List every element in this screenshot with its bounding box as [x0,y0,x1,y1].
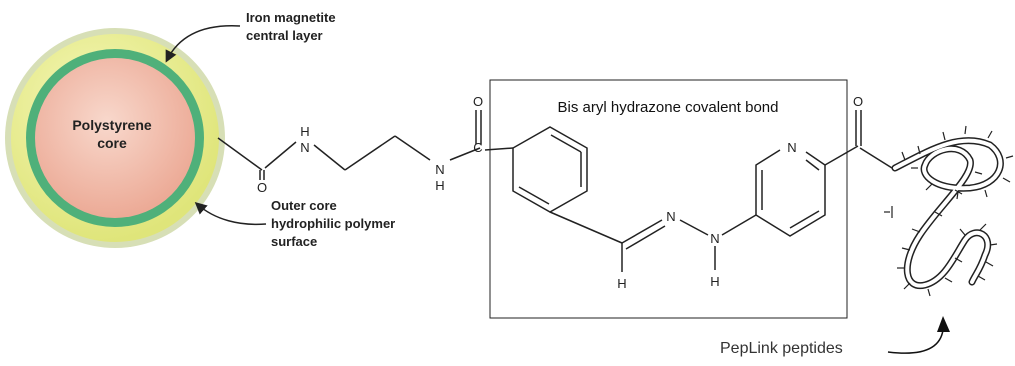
peptide-strand-outer [891,137,1004,290]
hydrazone-box-title: Bis aryl hydrazone covalent bond [558,99,779,116]
peptide-callout-arrow [887,329,944,354]
atom-o-bottom: O [257,180,267,195]
atom-n-nh2: N [435,162,444,177]
atom-h-hydrazine: H [710,274,719,289]
magnetic-bead: Polystyrene core [5,28,225,248]
outer-label-line2: hydrophilic polymer [271,216,395,231]
pyridine-ring [755,110,893,237]
hydrazone-linkage [621,214,757,272]
core-label-line2: core [97,135,127,151]
benzene-ring [484,126,623,244]
atom-h-nh2: H [435,178,444,193]
iron-callout-arrow [165,25,241,63]
atom-o-top1: O [473,94,483,109]
peptide-label: PepLink peptides [720,340,843,357]
linker-chain [217,110,482,180]
atom-h-imine: H [617,276,626,291]
peptide-side-chains [884,125,1014,297]
peptide-arrowhead [937,316,950,332]
iron-layer-callout: Iron magnetite central layer [165,10,336,63]
outer-label-line1: Outer core [271,198,337,213]
atom-n-pyridine: N [787,140,796,155]
iron-label-line2: central layer [246,28,323,43]
iron-label-line1: Iron magnetite [246,10,336,25]
atom-n-nh1: N [300,140,309,155]
outer-layer-callout: Outer core hydrophilic polymer surface [194,198,395,249]
outer-label-line3: surface [271,234,317,249]
outer-callout-arrow [194,202,267,226]
core-label-line1: Polystyrene [72,117,152,133]
atom-n-imine: N [666,209,675,224]
polystyrene-core [35,58,195,218]
atom-n-hydrazine: N [710,231,719,246]
atom-c-carbonyl: C [473,140,482,155]
atom-h-nh1: H [300,124,309,139]
hydrazone-box [489,79,848,319]
peptide-coil [884,125,1014,297]
peptide-strand-inner [893,138,1003,288]
peptide-callout: PepLink peptides [720,316,950,357]
atom-o-top2: O [853,94,863,109]
